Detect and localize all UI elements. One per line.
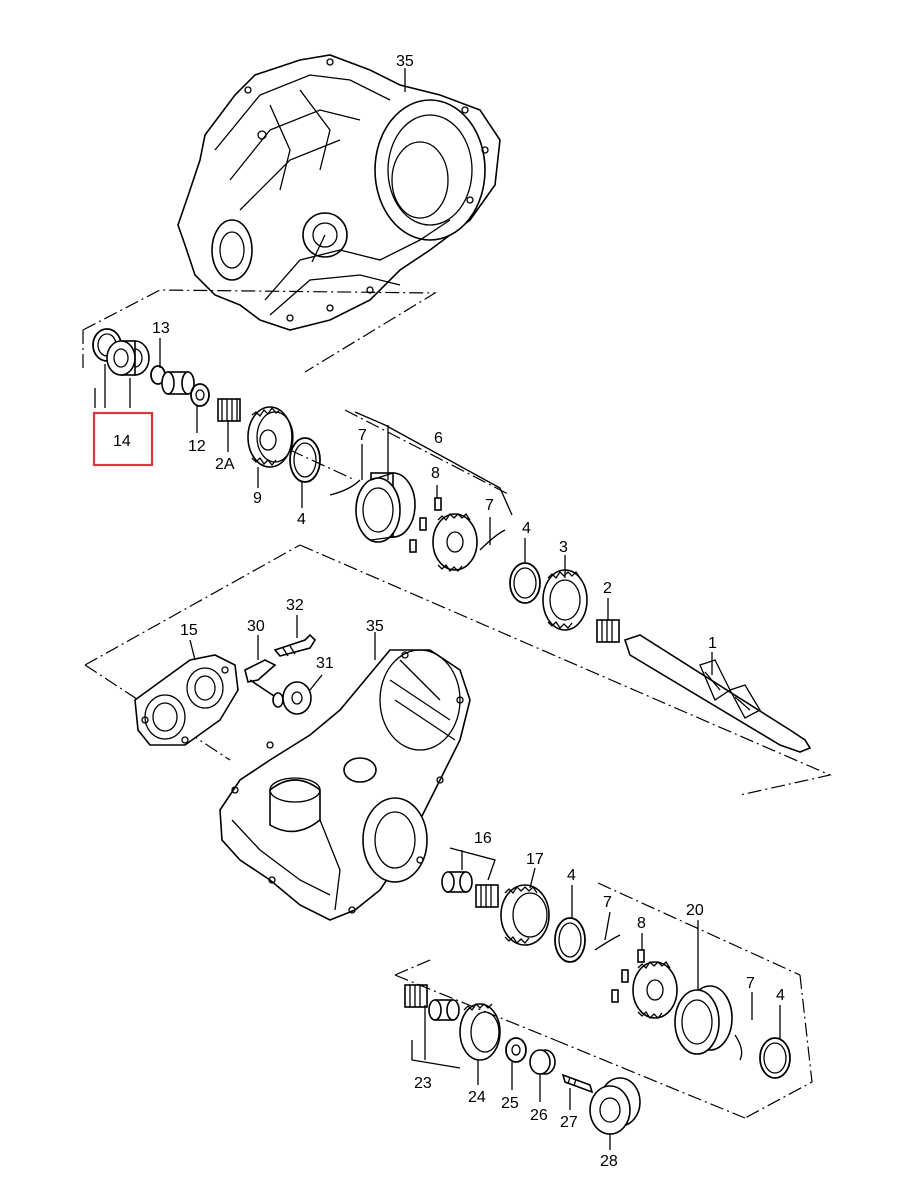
lower-housing-35: [219, 632, 471, 921]
label-27: 27: [560, 1114, 578, 1131]
label-7-first: 7: [358, 427, 367, 444]
label-17: 17: [526, 851, 544, 868]
leader-lines: [94, 338, 781, 1150]
label-12: 12: [188, 438, 206, 455]
upper-parts-frame: [82, 289, 438, 373]
label-4-second: 4: [522, 520, 531, 537]
label-9: 9: [253, 490, 262, 507]
input-shaft-parts: [92, 328, 812, 753]
label-6: 6: [434, 430, 443, 447]
lower-housing-frame: [84, 544, 301, 666]
label-30: 30: [247, 618, 265, 635]
cover-15: [134, 654, 239, 746]
label-8-second: 8: [637, 915, 646, 932]
label-16: 16: [474, 830, 492, 847]
label-23: 23: [414, 1075, 432, 1092]
upper-housing-35: [177, 54, 501, 331]
label-35-upper: 35: [396, 53, 414, 70]
label-4-third: 4: [567, 867, 576, 884]
label-8-first: 8: [431, 465, 440, 482]
label-24: 24: [468, 1089, 486, 1106]
label-4-first: 4: [297, 511, 306, 528]
label-14: 14: [113, 433, 131, 450]
selector-lever-parts: [244, 633, 317, 715]
label-15: 15: [180, 622, 198, 639]
label-4-fourth: 4: [776, 987, 785, 1004]
part-labels: 35 13 14 12 2A 9 4 7 6 8 7 4 3 2 1 15 30…: [113, 53, 785, 1170]
label-3: 3: [559, 539, 568, 556]
label-2A: 2A: [215, 456, 235, 473]
label-20: 20: [686, 902, 704, 919]
label-7-fourth: 7: [746, 975, 755, 992]
label-7-third: 7: [603, 894, 612, 911]
label-25: 25: [501, 1095, 519, 1112]
label-26: 26: [530, 1107, 548, 1124]
label-32: 32: [286, 597, 304, 614]
label-7-second: 7: [485, 497, 494, 514]
label-35-lower: 35: [366, 618, 384, 635]
label-31: 31: [316, 655, 334, 672]
label-28: 28: [600, 1153, 618, 1170]
label-1: 1: [708, 635, 717, 652]
label-2: 2: [603, 580, 612, 597]
label-13: 13: [152, 320, 170, 337]
highlight-box-14: [92, 411, 154, 467]
